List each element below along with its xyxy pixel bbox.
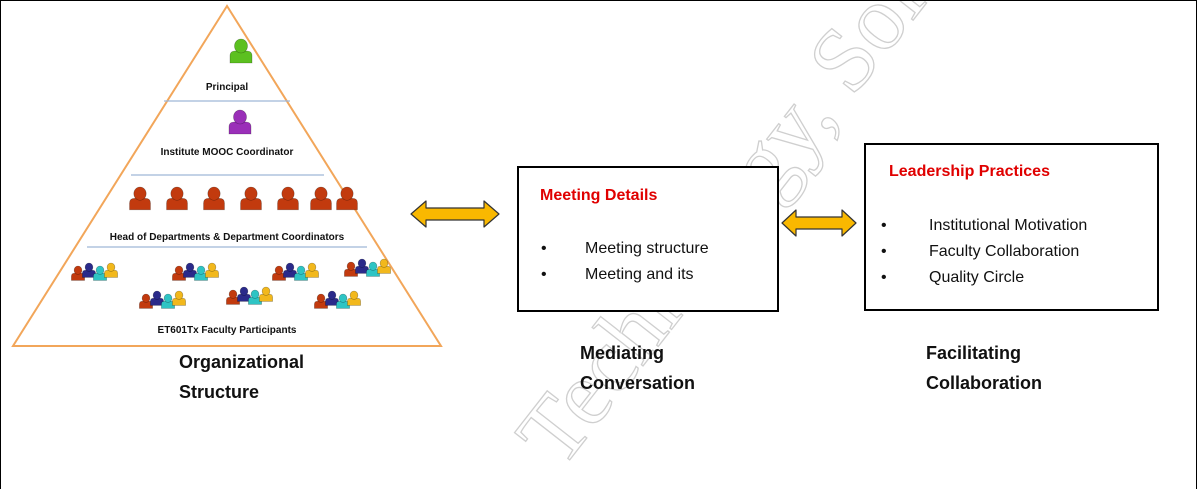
person-icon (166, 186, 188, 211)
person-icon (283, 262, 297, 278)
person-icon (272, 265, 286, 281)
person-icon (355, 258, 369, 274)
meeting-details-title: Meeting Details (540, 187, 658, 204)
tier-label-principal: Principal (205, 82, 249, 93)
person-icon (104, 262, 118, 278)
person-icon (150, 290, 164, 306)
person-icon (377, 258, 391, 274)
person-icon (347, 290, 361, 306)
double-arrow-icon (781, 209, 857, 237)
person-icon (310, 186, 332, 211)
caption-line: Facilitating (926, 343, 1022, 363)
person-icon (129, 186, 151, 211)
leadership-practices-list: • Institutional Motivation • Faculty Colla… (881, 217, 1087, 295)
meeting-details-box: Meeting Details • Meeting structure • Meet… (517, 166, 779, 312)
double-arrow-icon (410, 200, 500, 228)
list-item: • Meeting structure (541, 240, 709, 266)
caption-line: Conversation (580, 373, 696, 393)
person-icon (259, 286, 273, 302)
caption-line: Collaboration (926, 373, 1042, 393)
leadership-practices-box: Leadership Practices • Institutional Moti… (864, 143, 1159, 311)
person-icon (205, 262, 219, 278)
meeting-details-list: • Meeting structure • Meeting and its (541, 240, 709, 292)
people-icons (71, 38, 391, 309)
list-item: • Meeting and its (541, 266, 709, 292)
tier-label-mooc-coordinator: Institute MOOC Coordinator (160, 147, 294, 158)
list-item: • Institutional Motivation (881, 217, 1087, 243)
list-item-text: Meeting structure (585, 240, 709, 257)
caption-mediating-conversation: Mediating Conversation (580, 338, 695, 398)
bullet-icon: • (881, 269, 887, 286)
bullet-icon: • (881, 243, 887, 260)
list-item-text: Meeting and its (585, 266, 694, 283)
person-icon (314, 293, 328, 309)
list-item-text: Institutional Motivation (929, 217, 1088, 234)
person-icon (325, 290, 339, 306)
caption-line: Structure (179, 382, 260, 402)
person-icon (240, 186, 262, 211)
person-icon (139, 293, 153, 309)
person-icon (183, 262, 197, 278)
person-icon (93, 265, 107, 281)
caption-facilitating-collaboration: Facilitating Collaboration (926, 338, 1042, 398)
person-icon (277, 186, 299, 211)
person-icon (336, 186, 358, 211)
person-icon (336, 293, 350, 309)
bullet-icon: • (881, 217, 887, 234)
person-icon (172, 290, 186, 306)
person-icon (172, 265, 186, 281)
person-icon (248, 289, 262, 305)
organization-pyramid (11, 4, 443, 347)
tier-label-faculty: ET601Tx Faculty Participants (157, 325, 297, 336)
person-icon (294, 265, 308, 281)
bullet-icon: • (541, 266, 547, 283)
list-item: • Faculty Collaboration (881, 243, 1087, 269)
person-icon (228, 109, 252, 135)
person-icon (194, 265, 208, 281)
person-icon (203, 186, 225, 211)
person-icon (229, 38, 253, 64)
caption-line: Organizational (179, 352, 305, 372)
leadership-practices-title: Leadership Practices (889, 163, 1050, 180)
person-icon (366, 261, 380, 277)
pyramid-outline (11, 4, 443, 347)
caption-organizational-structure: Organizational Structure (179, 347, 304, 407)
list-item-text: Quality Circle (929, 269, 1025, 286)
person-icon (237, 286, 251, 302)
bullet-icon: • (541, 240, 547, 257)
person-icon (82, 262, 96, 278)
list-item: • Quality Circle (881, 269, 1087, 295)
caption-line: Mediating (580, 343, 664, 363)
tier-label-heads: Head of Departments & Department Coordin… (109, 232, 345, 243)
list-item-text: Faculty Collaboration (929, 243, 1080, 260)
person-icon (305, 262, 319, 278)
